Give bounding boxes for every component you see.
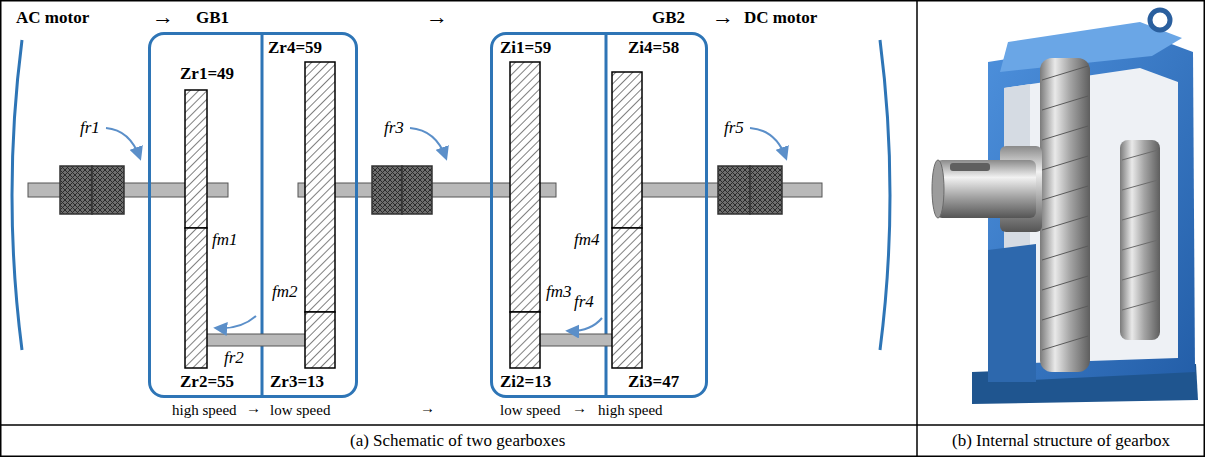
frequency-label: fr5 [724, 118, 744, 138]
gear-teeth-label: Zi2=13 [500, 372, 551, 392]
flow-label: DC motor [744, 8, 817, 28]
gearbox-outline: Zr1=49 Zr4=59 fm1 fm2 fr2Zr2=55 Zr3=13 [148, 32, 358, 398]
gear-teeth-label: Zr4=59 [268, 38, 322, 58]
gear-teeth-label: Zr2=55 [180, 372, 234, 392]
coupling [60, 166, 782, 214]
flow-label: GB2 [652, 8, 685, 28]
speed-label: high speed [172, 402, 237, 419]
speed-label: high speed [598, 402, 663, 419]
flow-arrow: → [712, 4, 734, 29]
gearbox-illustration [932, 10, 1198, 404]
frequency-label: fm3 [546, 282, 572, 302]
frequency-label: fr4 [574, 292, 594, 312]
gear-teeth-label: Zi1=59 [500, 38, 551, 58]
frequency-label: fr3 [384, 118, 404, 138]
motor-bracket [880, 40, 890, 350]
speed-label: low speed [270, 402, 330, 419]
flow-label: GB1 [196, 8, 229, 28]
flow-arrow: → [426, 4, 448, 29]
gear-teeth-label: Zr3=13 [270, 372, 324, 392]
gear-teeth-label: Zi3=47 [628, 372, 679, 392]
flow-label: AC motor [16, 8, 89, 28]
frequency-label: fm4 [574, 230, 600, 250]
gearbox-outline: Zi1=59 Zi4=58 fm3 fm4 fr4Zi2=13 Zi3=47 [490, 32, 708, 398]
speed-label: → [572, 400, 587, 417]
gear [185, 62, 642, 368]
frequency-label: fr1 [80, 118, 100, 138]
frequency-label: fr2 [224, 348, 244, 368]
panel-caption: (a) Schematic of two gearboxes [350, 431, 565, 451]
panel-caption: (b) Internal structure of gearbox [952, 431, 1170, 451]
motor-bracket [12, 40, 22, 350]
gear-teeth-label: Zr1=49 [180, 64, 234, 84]
frequency-label: fm2 [272, 282, 298, 302]
speed-label: low speed [500, 402, 560, 419]
frequency-label: fm1 [212, 230, 238, 250]
speed-label: → [420, 400, 435, 417]
table-divider [0, 424, 1205, 426]
table-divider [916, 0, 918, 457]
gear-teeth-label: Zi4=58 [628, 38, 679, 58]
flow-arrow: → [152, 4, 174, 29]
rotation-arrow [106, 128, 786, 331]
speed-label: → [246, 400, 261, 417]
